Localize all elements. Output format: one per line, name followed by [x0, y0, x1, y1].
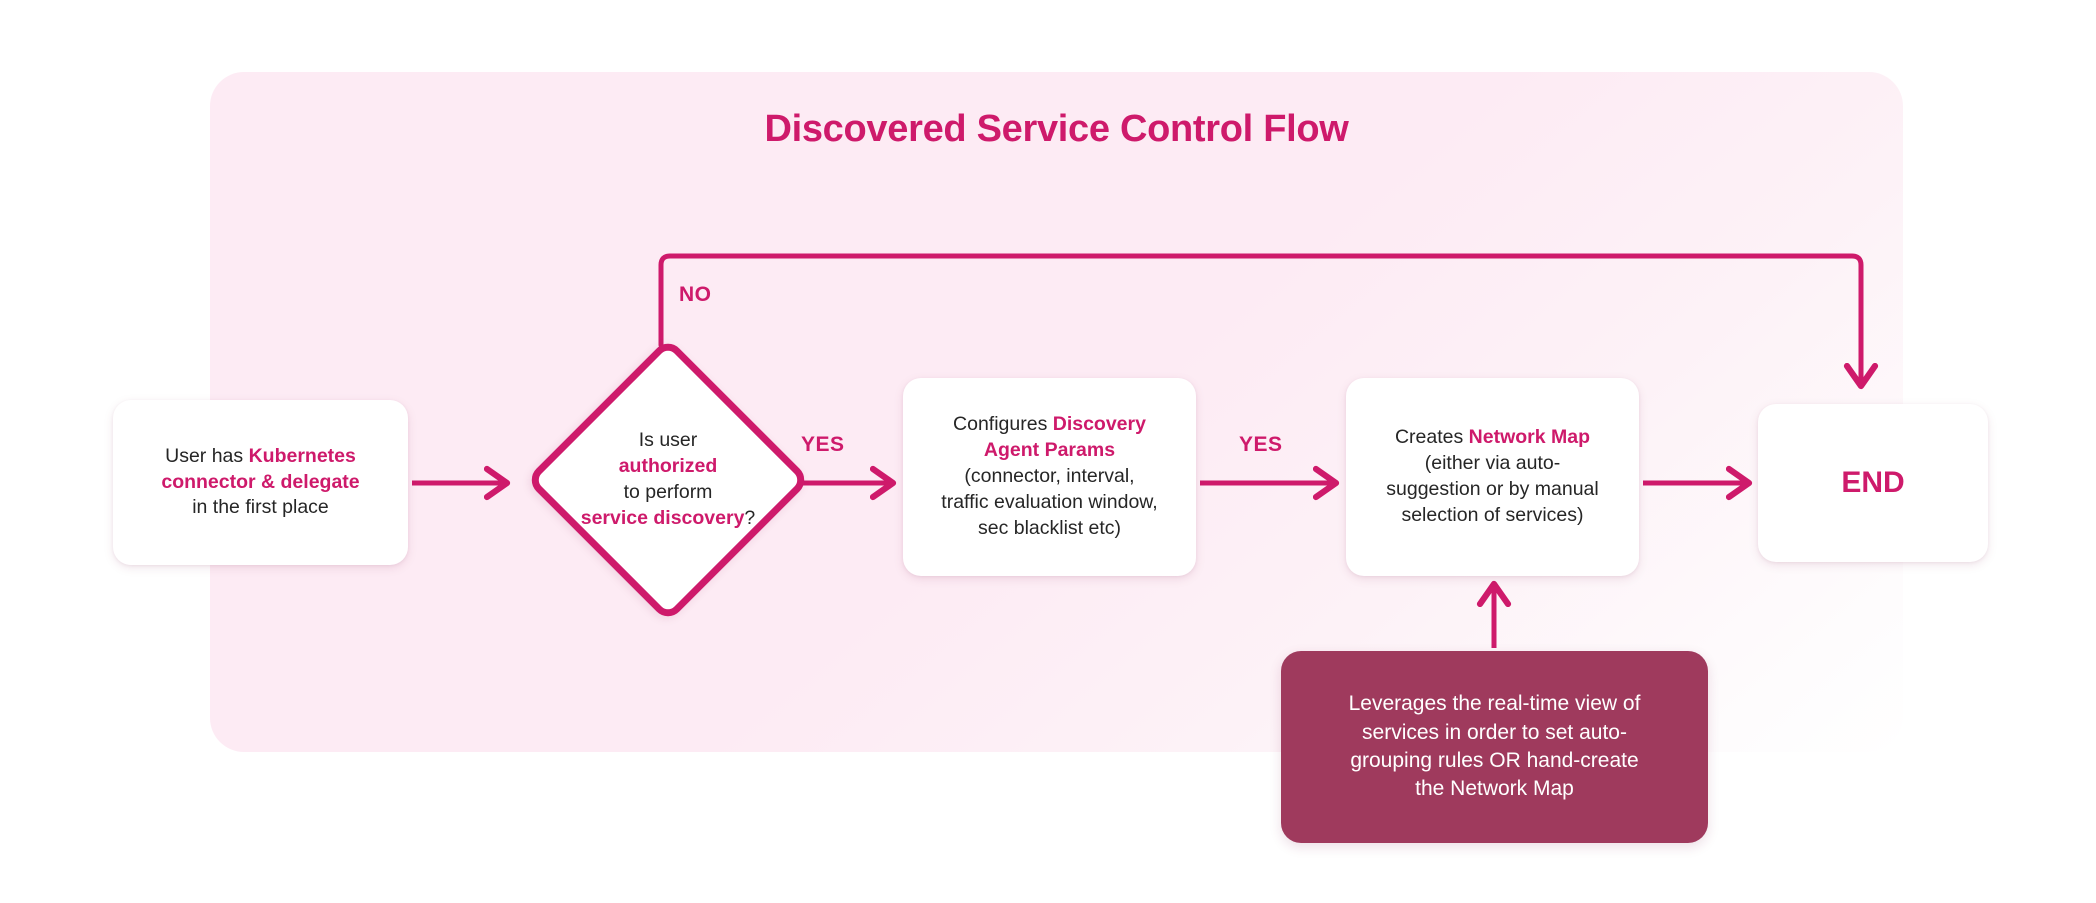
edge-label-yes-decision: YES	[801, 433, 845, 456]
node-note-leverages-real-time-view[interactable]: Leverages the real-time view of services…	[1281, 651, 1708, 843]
node-configures-discovery-agent-params[interactable]: Configures Discovery Agent Params (conne…	[903, 378, 1196, 576]
node-decision-line4-tail: ?	[744, 506, 756, 529]
node-start-text: User has Kubernetes connector & delegate…	[147, 444, 373, 522]
node-start-line1-plain: User has	[165, 444, 249, 467]
node-start-line2-accent: connector & delegate	[161, 470, 360, 493]
node-config-line1-accent: Discovery	[1052, 413, 1146, 436]
node-config-line4-plain: traffic evaluation window,	[941, 490, 1158, 513]
node-netmap-line1-accent: Network Map	[1468, 426, 1591, 449]
node-netmap-line2-plain: (either via auto-	[1424, 452, 1561, 475]
node-decision-line1-plain: Is user	[638, 429, 698, 452]
node-creates-network-map[interactable]: Creates Network Map (either via auto- su…	[1346, 378, 1639, 576]
node-config-line5-plain: sec blacklist etc)	[977, 516, 1122, 539]
node-netmap-text: Creates Network Map (either via auto- su…	[1372, 425, 1612, 529]
node-config-line3-plain: (connector, interval,	[964, 465, 1135, 488]
node-decision-text: Is user authorized to perform service di…	[518, 330, 818, 630]
node-end[interactable]: END	[1758, 404, 1988, 562]
node-note-line2: services in order to set auto-	[1362, 720, 1627, 744]
edge-label-no: NO	[679, 283, 712, 306]
node-netmap-line3-plain: suggestion or by manual	[1386, 478, 1599, 500]
node-note-line4: the Network Map	[1415, 777, 1574, 801]
node-decision-line3-plain: to perform	[623, 481, 713, 503]
node-end-label: END	[1841, 466, 1905, 500]
node-start-line1-accent: Kubernetes	[248, 444, 356, 467]
node-config-text: Configures Discovery Agent Params (conne…	[927, 412, 1171, 542]
node-note-line3: grouping rules OR hand-create	[1350, 749, 1639, 772]
node-note-line1: Leverages the real-time view of	[1348, 692, 1641, 716]
node-start-user-has-connector[interactable]: User has Kubernetes connector & delegate…	[113, 400, 408, 565]
node-note-text: Leverages the real-time view of services…	[1327, 690, 1663, 803]
page-title: Discovered Service Control Flow	[764, 108, 1349, 150]
node-decision-line4-accent: service discovery	[580, 506, 745, 529]
edge-label-yes-config: YES	[1239, 433, 1283, 456]
node-netmap-line4-plain: selection of services)	[1401, 503, 1584, 526]
node-netmap-line1-plain: Creates	[1394, 426, 1469, 449]
node-decision-line2-accent: authorized	[618, 455, 718, 478]
node-start-line3-plain: in the first place	[192, 496, 329, 519]
node-config-line1-plain: Configures	[953, 413, 1053, 436]
node-config-line2-accent: Agent Params	[983, 439, 1116, 462]
node-decision-is-user-authorized[interactable]: Is user authorized to perform service di…	[518, 330, 818, 630]
